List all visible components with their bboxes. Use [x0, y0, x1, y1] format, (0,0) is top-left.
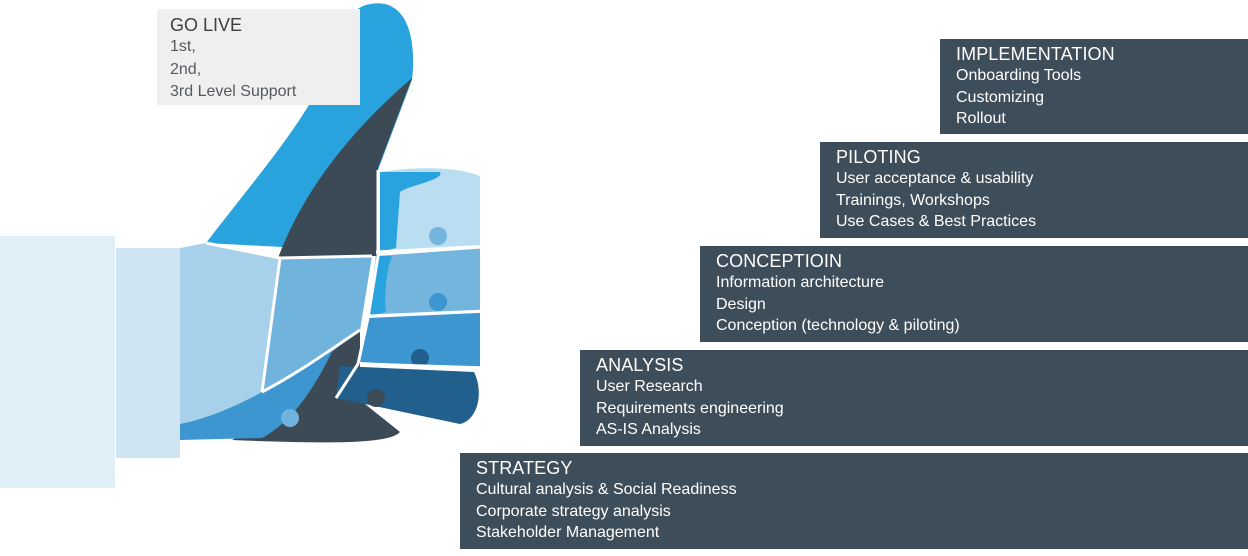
go-live-line: 1st, [170, 38, 196, 55]
step-title: PILOTING [836, 147, 921, 167]
step-line: Requirements engineering [596, 399, 784, 417]
step-title: ANALYSIS [596, 355, 684, 375]
finger-2-piece [370, 248, 480, 316]
finger-2-inner [368, 256, 392, 316]
go-live-line: 3rd Level Support [170, 83, 297, 100]
puzzle-seams [205, 170, 480, 399]
finger-1-inner [380, 172, 441, 252]
step-line: Cultural analysis & Social Readiness [476, 481, 737, 498]
step-title: IMPLEMENTATION [956, 44, 1115, 64]
step-line: User acceptance & usability [836, 170, 1034, 187]
step-line: Stakeholder Management [476, 524, 660, 541]
go-live-line: 2nd, [170, 60, 202, 78]
thumb-shadow-shape [278, 78, 412, 258]
step-line: Information architecture [716, 274, 885, 291]
step-title: STRATEGY [476, 458, 573, 478]
step-line: AS-IS Analysis [596, 421, 701, 438]
finger-4-puzzle-knob [367, 389, 385, 407]
step-line: User Research [596, 378, 703, 395]
step-line: Use Cases & Best Practices [836, 213, 1037, 230]
finger-3-piece [360, 312, 480, 368]
finger-3-puzzle-knob [411, 349, 429, 367]
step-conception: CONCEPTIOIN Information architecture Des… [700, 246, 1248, 342]
palm-piece-light [180, 243, 280, 424]
step-implementation: IMPLEMENTATION Onboarding Tools Customiz… [940, 39, 1248, 134]
step-line: Customizing [956, 88, 1045, 106]
go-live-title: GO LIVE [170, 15, 243, 35]
step-analysis: ANALYSIS User Research Requirements engi… [580, 350, 1248, 446]
palm-piece-mid [262, 256, 372, 392]
thumbs-up-puzzle-illustration [0, 3, 480, 488]
finger-2-puzzle-knob [429, 293, 447, 311]
step-title: CONCEPTIOIN [716, 251, 843, 271]
step-strategy: STRATEGY Cultural analysis & Social Read… [460, 453, 1248, 549]
step-piloting: PILOTING User acceptance & usability Tra… [820, 142, 1248, 238]
go-live-box: GO LIVE 1st, 2nd, 3rd Level Support [157, 9, 360, 105]
step-line: Trainings, Workshops [836, 191, 990, 209]
finger-4-piece [336, 366, 479, 424]
finger-1-puzzle-knob [429, 227, 447, 245]
sleeve-cuff-inner [116, 248, 180, 458]
step-line: Rollout [956, 110, 1006, 127]
palm-piece-lower [180, 330, 360, 440]
step-line: Design [716, 295, 766, 313]
sleeve-cuff-outer [0, 236, 115, 488]
step-line: Conception (technology & piloting) [716, 317, 960, 334]
step-line: Onboarding Tools [956, 67, 1082, 84]
palm-puzzle-knob [281, 409, 299, 427]
step-line: Corporate strategy analysis [476, 502, 671, 520]
